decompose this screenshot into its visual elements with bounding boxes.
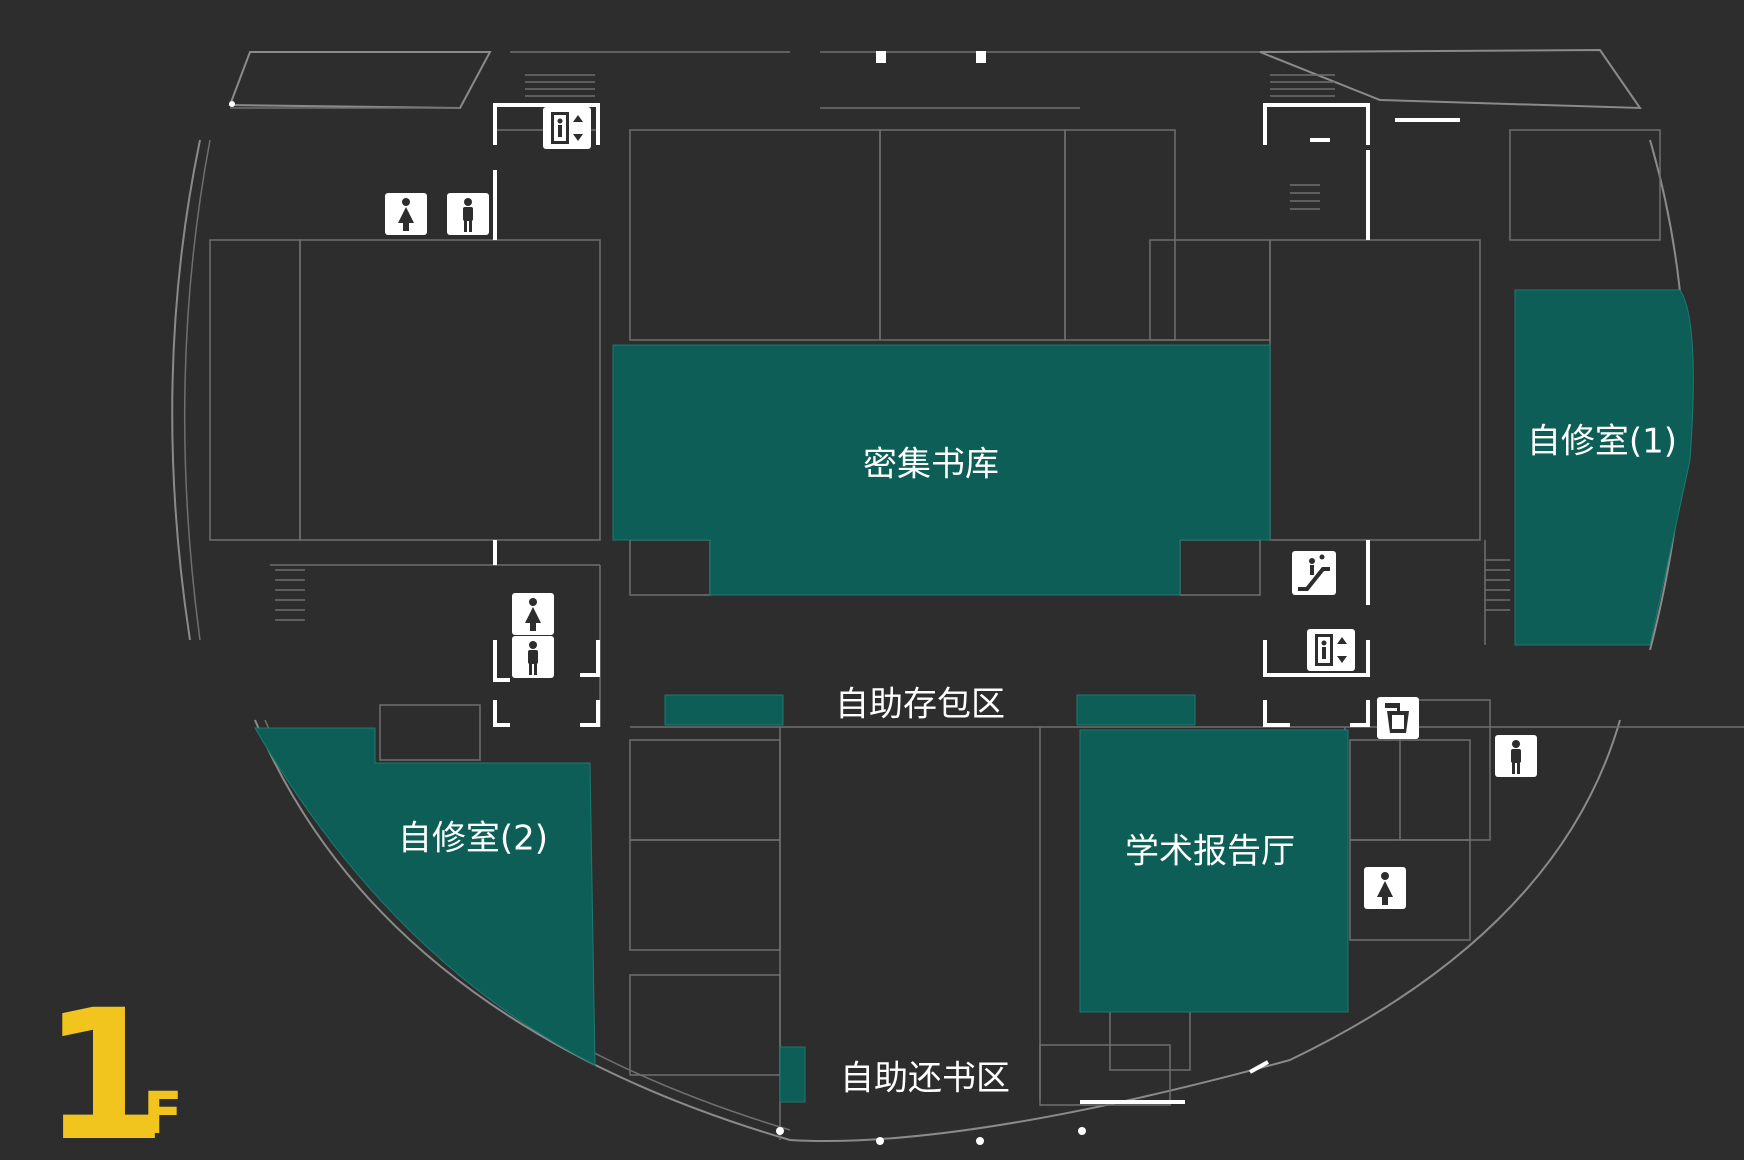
book-return-machine bbox=[779, 1046, 806, 1103]
escalator-icon bbox=[1292, 551, 1336, 595]
elevator-icon bbox=[543, 107, 591, 149]
stairs bbox=[275, 74, 1510, 621]
interior-walls bbox=[209, 129, 1744, 1140]
lecture-hall-zone[interactable] bbox=[1079, 729, 1349, 1013]
elevator-icon bbox=[1307, 629, 1355, 671]
compact-stacks-zone[interactable] bbox=[612, 344, 1271, 596]
female-restroom-icon bbox=[512, 593, 554, 635]
book-return-label: 自助还书区 bbox=[840, 1059, 1010, 1099]
male-restroom-icon bbox=[447, 193, 489, 235]
male-restroom-icon bbox=[1495, 735, 1537, 777]
core-walls bbox=[493, 103, 1460, 1104]
floor-suffix: F bbox=[143, 1079, 183, 1147]
study-room-2-zone[interactable] bbox=[254, 727, 596, 1066]
entrance-markers bbox=[229, 51, 1086, 1145]
study-room-1-label: 自修室(1) bbox=[1527, 422, 1677, 462]
water-dispenser-icon bbox=[1377, 697, 1419, 739]
male-restroom-icon bbox=[512, 636, 554, 678]
study-room-2-label: 自修室(2) bbox=[398, 819, 548, 859]
study-room-1-zone[interactable] bbox=[1514, 289, 1694, 646]
female-restroom-icon bbox=[1364, 867, 1406, 909]
lecture-hall-label: 学术报告厅 bbox=[1125, 832, 1295, 872]
facility-icons bbox=[385, 107, 1537, 909]
female-restroom-icon bbox=[385, 193, 427, 235]
highlighted-zones bbox=[254, 289, 1694, 1103]
bag-storage-shelf-right bbox=[1076, 694, 1196, 726]
bag-storage-shelf-left bbox=[664, 694, 784, 726]
compact-stacks-label: 密集书库 bbox=[863, 445, 999, 485]
floor-number: 1 bbox=[42, 972, 167, 1160]
bag-storage-label: 自助存包区 bbox=[835, 685, 1005, 725]
